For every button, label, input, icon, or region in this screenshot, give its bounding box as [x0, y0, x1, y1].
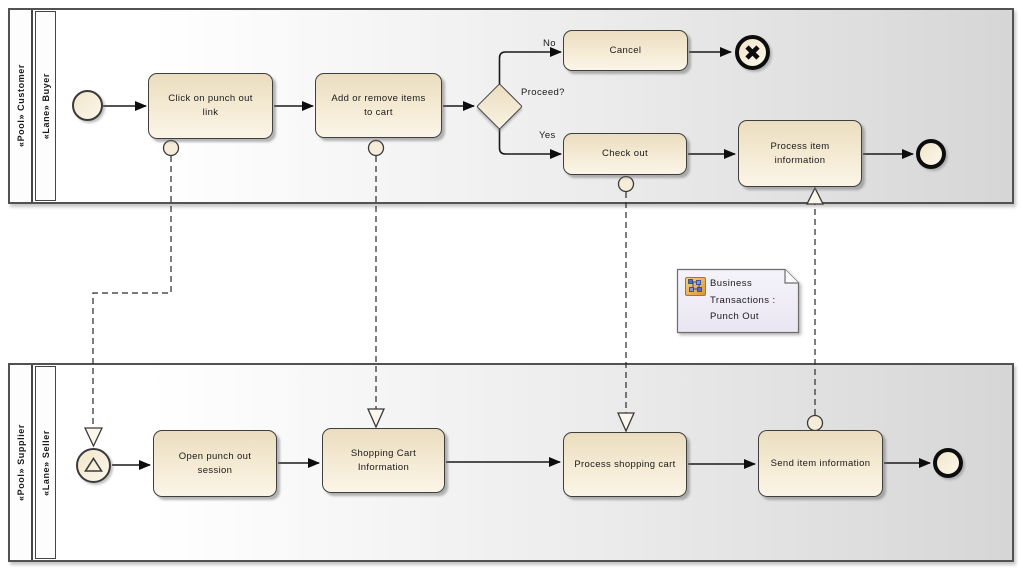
event-end-supplier[interactable]: [933, 448, 963, 478]
task-label: Click on punch out link: [168, 93, 253, 118]
message-arrowhead-process-cart: [616, 412, 636, 433]
signal-triangle-icon: [84, 457, 103, 472]
task-process-shopping-cart[interactable]: Process shopping cart: [563, 432, 687, 497]
task-label: Process shopping cart: [574, 458, 676, 470]
message-arrowhead-supplier-start: [83, 427, 104, 448]
task-label: Shopping Cart Information: [350, 447, 417, 473]
task-cancel[interactable]: Cancel: [563, 30, 688, 71]
task-shopping-cart-information[interactable]: Shopping Cart Information: [322, 428, 445, 493]
note-icon: [685, 277, 706, 296]
pool-customer-title-strip[interactable]: «Pool» Customer: [10, 10, 33, 202]
task-label: Open punch out session: [178, 450, 252, 476]
message-arrowhead-process-item: [805, 186, 825, 205]
event-end-customer[interactable]: [916, 139, 946, 169]
message-flow-click-to-supplier-start[interactable]: [92, 156, 172, 426]
message-source-dot-checkout: [617, 175, 635, 193]
task-label: Process item information: [770, 140, 830, 166]
event-start-supplier[interactable]: [76, 448, 111, 483]
message-source-dot-click: [162, 139, 180, 157]
note-fold-corner: [784, 269, 799, 284]
task-send-item-information[interactable]: Send item information: [758, 430, 883, 497]
message-source-dot-send-item: [806, 414, 824, 432]
event-start-customer[interactable]: [72, 90, 103, 121]
lane-buyer-title-strip[interactable]: «Lane» Buyer: [35, 11, 56, 201]
task-label: Cancel: [609, 44, 642, 56]
task-add-or-remove-items[interactable]: Add or remove items to cart: [315, 73, 442, 138]
task-label: Send item information: [770, 457, 871, 469]
task-check-out[interactable]: Check out: [563, 133, 687, 175]
event-end-cancel[interactable]: [735, 35, 770, 70]
task-label: Add or remove items to cart: [331, 92, 426, 118]
message-arrowhead-cart-info: [366, 408, 386, 429]
gateway-proceed-label: Proceed?: [521, 87, 565, 98]
cancel-x-icon: [745, 45, 760, 60]
note-business-transactions[interactable]: [676, 268, 806, 340]
task-label: Check out: [602, 148, 648, 159]
message-source-dot-add: [367, 139, 385, 157]
note-text: Business Transactions : Punch Out: [710, 278, 776, 322]
task-click-on-punch-out-link[interactable]: Click on punch out link: [148, 73, 273, 139]
sequence-flow-gateway-yes-to-checkout[interactable]: [498, 129, 562, 159]
lane-seller-title-strip[interactable]: «Lane» Seller: [35, 366, 56, 559]
sequence-flow-gateway-no-to-cancel[interactable]: [498, 47, 562, 85]
task-process-item-information[interactable]: Process item information: [738, 120, 862, 187]
edge-label-no: No: [543, 38, 556, 49]
edge-label-yes: Yes: [539, 130, 556, 141]
pool-supplier-title-strip[interactable]: «Pool» Supplier: [10, 365, 33, 560]
task-open-punch-out-session[interactable]: Open punch out session: [153, 430, 277, 497]
